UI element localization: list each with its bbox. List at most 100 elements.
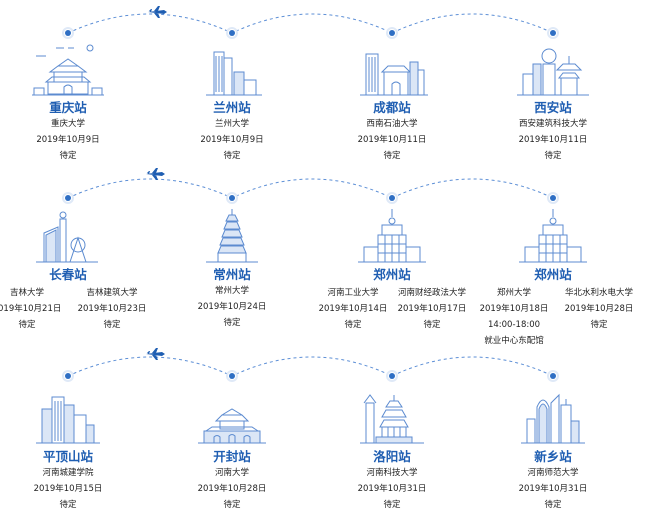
school-name: 西安建筑科技大学 [518, 119, 587, 129]
event-date: 2019年10月11日 [518, 135, 588, 145]
stop-zhengzhou[interactable]: 郑州站 [342, 207, 442, 283]
school-name: 河南大学 [214, 468, 249, 478]
route-dot [62, 370, 74, 382]
stop-name: 成都站 [373, 100, 411, 115]
route-dot [226, 192, 238, 204]
event-date: 2019年10月18日 [479, 304, 549, 314]
changchun-skyline-icon [36, 211, 98, 263]
stop-zhengzhou[interactable]: 郑州站 [503, 207, 603, 283]
stop-changzhou[interactable]: 常州站 常州大学 2019年10月24日 待定 [182, 207, 282, 331]
zhengzhou-tower-icon [358, 209, 426, 263]
stop-name: 常州站 [213, 267, 251, 282]
stop-name: 郑州站 [373, 267, 411, 282]
event-date: 2019年10月24日 [197, 302, 267, 312]
event-time: 待定 [544, 500, 562, 510]
stop-name: 平顶山站 [42, 449, 93, 464]
event-time: 待定 [18, 320, 36, 330]
event-time: 待定 [103, 320, 121, 330]
event-time: 待定 [590, 320, 608, 330]
event-time: 待定 [383, 500, 401, 510]
airplane-icon [148, 6, 167, 18]
stop-pingdingshan[interactable]: 平顶山站 河南城建学院 2019年10月15日 待定 [18, 385, 118, 513]
stop-name: 长春站 [49, 267, 87, 282]
event-date: 2019年10月14日 [318, 304, 388, 314]
event-date: 2019年10月17日 [397, 304, 467, 314]
event-date: 2019年10月31日 [518, 484, 588, 494]
school-name: 河南科技大学 [366, 468, 418, 478]
school-entry: 郑州大学 2019年10月18日 14:00-18:00 就业中心东配馆 [476, 285, 552, 349]
school-name: 郑州大学 [496, 288, 531, 298]
route-dot [547, 27, 559, 39]
stop-lanzhou[interactable]: 兰州站 兰州大学 2019年10月9日 待定 [182, 42, 282, 164]
stop-name: 兰州站 [213, 100, 251, 115]
route-dot [62, 27, 74, 39]
school-entry: 吉林大学 2019年10月21日 待定 [0, 285, 62, 333]
school-name: 西南石油大学 [366, 119, 418, 129]
stop-chengdu[interactable]: 成都站 西南石油大学 2019年10月11日 待定 [342, 42, 442, 164]
event-date: 2019年10月28日 [197, 484, 267, 494]
event-date: 2019年10月15日 [33, 484, 103, 494]
stop-name: 新乡站 [534, 449, 572, 464]
event-date: 2019年10月23日 [77, 304, 147, 314]
event-time: 待定 [59, 500, 77, 510]
route-row-2: 长春站 吉林大学 2019年10月21日 待定 吉林建筑大学 2019年10月2… [0, 165, 647, 365]
stop-xian[interactable]: 西安站 西安建筑科技大学 2019年10月11日 待定 [503, 42, 603, 164]
school-name: 吉林大学 [9, 288, 44, 298]
event-time: 待定 [223, 500, 241, 510]
stop-name: 郑州站 [534, 267, 572, 282]
school-name: 重庆大学 [50, 119, 85, 129]
stop-kaifeng[interactable]: 开封站 河南大学 2019年10月28日 待定 [182, 385, 282, 513]
event-date: 2019年10月21日 [0, 304, 62, 314]
stop-name: 重庆站 [49, 100, 87, 115]
event-date: 2019年10月9日 [36, 135, 100, 145]
school-name: 常州大学 [214, 286, 249, 296]
route-path [62, 348, 559, 382]
school-entry: 河南工业大学 2019年10月14日 待定 [316, 285, 390, 333]
stop-xinxiang[interactable]: 新乡站 河南师范大学 2019年10月31日 待定 [503, 385, 603, 513]
route-row-3: 平顶山站 河南城建学院 2019年10月15日 待定 开封站 河南大学 2019… [0, 343, 647, 520]
school-name: 河南财经政法大学 [397, 288, 466, 298]
luoyang-temple-icon [360, 394, 424, 444]
event-date: 2019年10月9日 [200, 135, 264, 145]
route-dot [386, 192, 398, 204]
stop-changchun[interactable]: 长春站 [18, 207, 118, 283]
school-name: 河南城建学院 [42, 468, 94, 478]
route-row-1: 重庆站 重庆大学 2019年10月9日 待定 兰州站 兰州大学 2019年10月… [0, 0, 647, 175]
chengdu-gate-icon [360, 53, 428, 96]
route-dot [547, 192, 559, 204]
route-dot [226, 370, 238, 382]
airplane-icon [146, 168, 165, 180]
event-time: 待定 [59, 151, 77, 161]
route-dot [226, 27, 238, 39]
event-date: 2019年10月28日 [564, 304, 634, 314]
school-name: 河南工业大学 [327, 288, 379, 298]
stop-luoyang[interactable]: 洛阳站 河南科技大学 2019年10月31日 待定 [342, 385, 442, 513]
chongqing-landmark-icon [32, 44, 104, 96]
event-time: 待定 [344, 320, 362, 330]
xinxiang-skyline-icon [521, 393, 585, 444]
route-path [62, 168, 559, 204]
airplane-icon [146, 348, 165, 360]
stop-name: 洛阳站 [373, 449, 411, 464]
school-entry: 吉林建筑大学 2019年10月23日 待定 [72, 285, 152, 333]
event-time: 待定 [544, 151, 562, 161]
event-time: 待定 [383, 151, 401, 161]
route-dot [386, 370, 398, 382]
event-time: 14:00-18:00 [487, 320, 541, 330]
stop-name: 开封站 [213, 449, 251, 464]
zhengzhou-tower-icon [519, 209, 587, 263]
stop-chongqing[interactable]: 重庆站 重庆大学 2019年10月9日 待定 [18, 42, 118, 164]
event-date: 2019年10月11日 [357, 135, 427, 145]
school-entry: 华北水利水电大学 2019年10月28日 待定 [555, 285, 643, 333]
route-dot [547, 370, 559, 382]
school-name: 河南师范大学 [527, 468, 579, 478]
school-entry: 河南财经政法大学 2019年10月17日 待定 [394, 285, 470, 333]
event-time: 待定 [223, 318, 241, 328]
school-name: 兰州大学 [214, 119, 249, 129]
route-dot [62, 192, 74, 204]
event-time: 待定 [423, 320, 441, 330]
stop-name: 西安站 [534, 100, 572, 115]
school-name: 华北水利水电大学 [564, 288, 633, 298]
event-date: 2019年10月31日 [357, 484, 427, 494]
route-dot [386, 27, 398, 39]
